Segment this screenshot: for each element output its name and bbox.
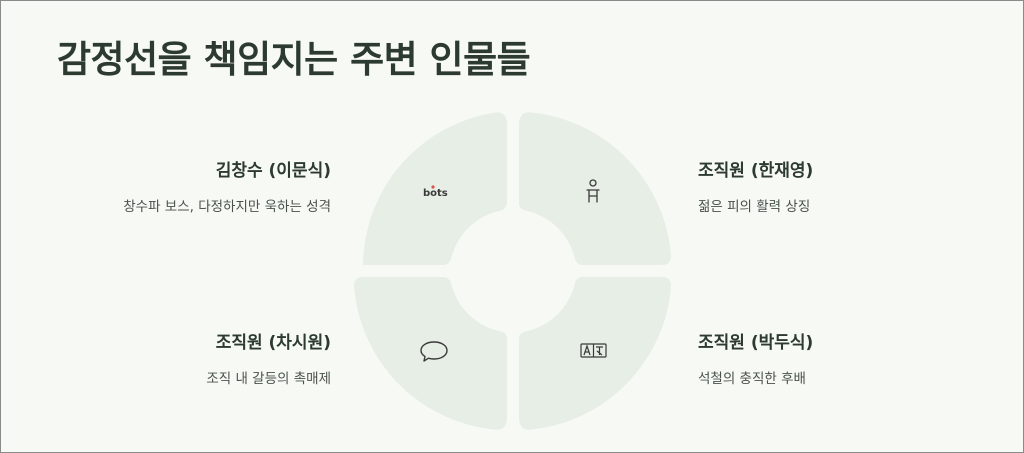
segment-bottom-left — [354, 277, 507, 430]
bots-logo-text: bots — [423, 188, 448, 199]
bots-logo-icon: bots — [423, 185, 448, 199]
speech-bubble-icon — [420, 341, 448, 362]
person-card-cha-siwon: 조직원 (차시원) 조직 내 갈등의 촉매제 — [31, 328, 331, 387]
person-card-park-dusik: 조직원 (박두식) 석철의 충직한 후배 — [698, 328, 998, 387]
person-card-kim-changsu: 김창수 (이문식) 창수파 보스, 다정하지만 욱하는 성격 — [31, 156, 331, 215]
person-description: 석철의 충직한 후배 — [698, 371, 806, 387]
segment-top-right — [519, 112, 671, 265]
person-card-han-jaeyoung: 조직원 (한재영) 젊은 피의 활력 상징 — [698, 156, 998, 215]
person-description: 젊은 피의 활력 상징 — [698, 199, 811, 215]
segment-top-left — [363, 112, 507, 265]
person-name: 조직원 (박두식) — [698, 333, 814, 353]
person-name: 김창수 (이문식) — [215, 161, 331, 181]
person-name: 조직원 (한재영) — [698, 161, 814, 181]
page-title: 감정선을 책임지는 주변 인물들 — [57, 38, 531, 81]
person-description: 조직 내 갈등의 촉매제 — [206, 371, 331, 387]
translate-icon — [580, 343, 607, 358]
person-description: 창수파 보스, 다정하지만 욱하는 성격 — [123, 199, 331, 215]
segment-bottom-right — [519, 277, 671, 430]
person-name: 조직원 (차시원) — [215, 333, 331, 353]
person-icon — [586, 179, 600, 203]
